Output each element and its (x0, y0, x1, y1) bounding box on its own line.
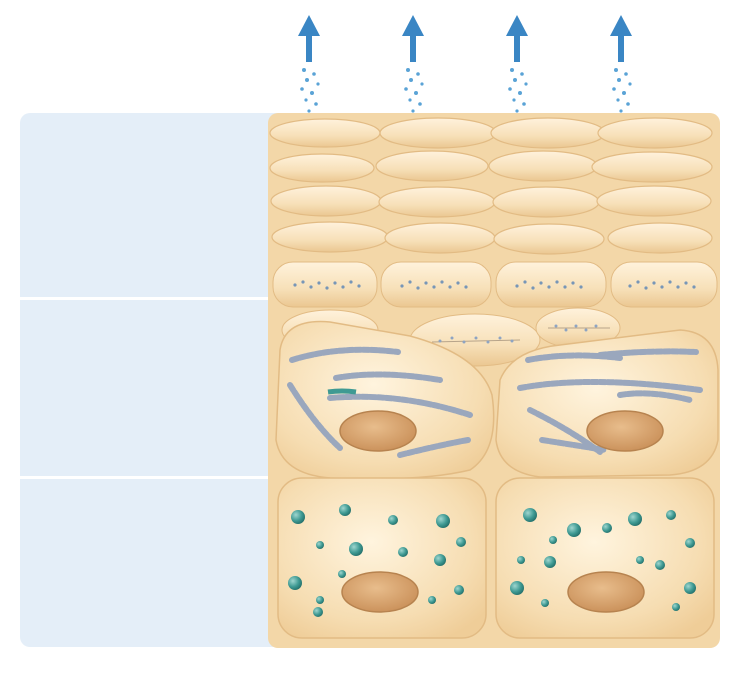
panel-divider (20, 476, 290, 479)
stratum-lucidum (272, 261, 718, 308)
nucleus (339, 410, 417, 452)
arrow-up-icon (402, 15, 424, 62)
stratum-corneum (269, 117, 713, 255)
water-droplets (300, 68, 632, 113)
nucleus (567, 571, 645, 613)
nucleus (341, 571, 419, 613)
arrow-up-icon (506, 15, 528, 62)
arrow-up-icon (610, 15, 632, 62)
layer-label-panel (20, 113, 290, 647)
stratum-spinosum (275, 320, 719, 480)
arrow-up-icon (298, 15, 320, 62)
water-loss-arrows (298, 15, 632, 62)
nucleus (586, 410, 664, 452)
stratum-basale (277, 477, 715, 639)
panel-divider (20, 297, 290, 300)
